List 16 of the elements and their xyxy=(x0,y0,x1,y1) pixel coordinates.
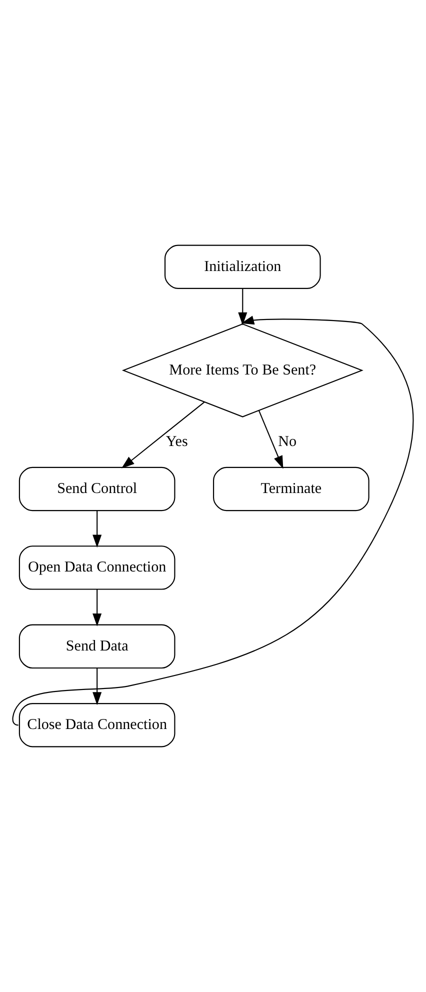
node-box: Open Data Connection xyxy=(18,546,176,590)
node-box: Send Data xyxy=(18,624,176,669)
node-box: Close Data Connection xyxy=(18,703,176,748)
edge-label: No xyxy=(278,434,297,450)
node-diamond: More Items To Be Sent? xyxy=(122,323,364,418)
arrow xyxy=(238,288,248,326)
arrow xyxy=(92,668,102,706)
arrow xyxy=(92,589,102,626)
arrow xyxy=(121,402,205,468)
node-box: Send Control xyxy=(18,466,176,512)
edge-label: Yes xyxy=(166,434,188,450)
node-box: Initialization xyxy=(164,244,321,289)
node-box: Terminate xyxy=(213,466,370,512)
arrow xyxy=(258,410,284,469)
arrow xyxy=(12,316,414,726)
arrow xyxy=(92,510,102,548)
